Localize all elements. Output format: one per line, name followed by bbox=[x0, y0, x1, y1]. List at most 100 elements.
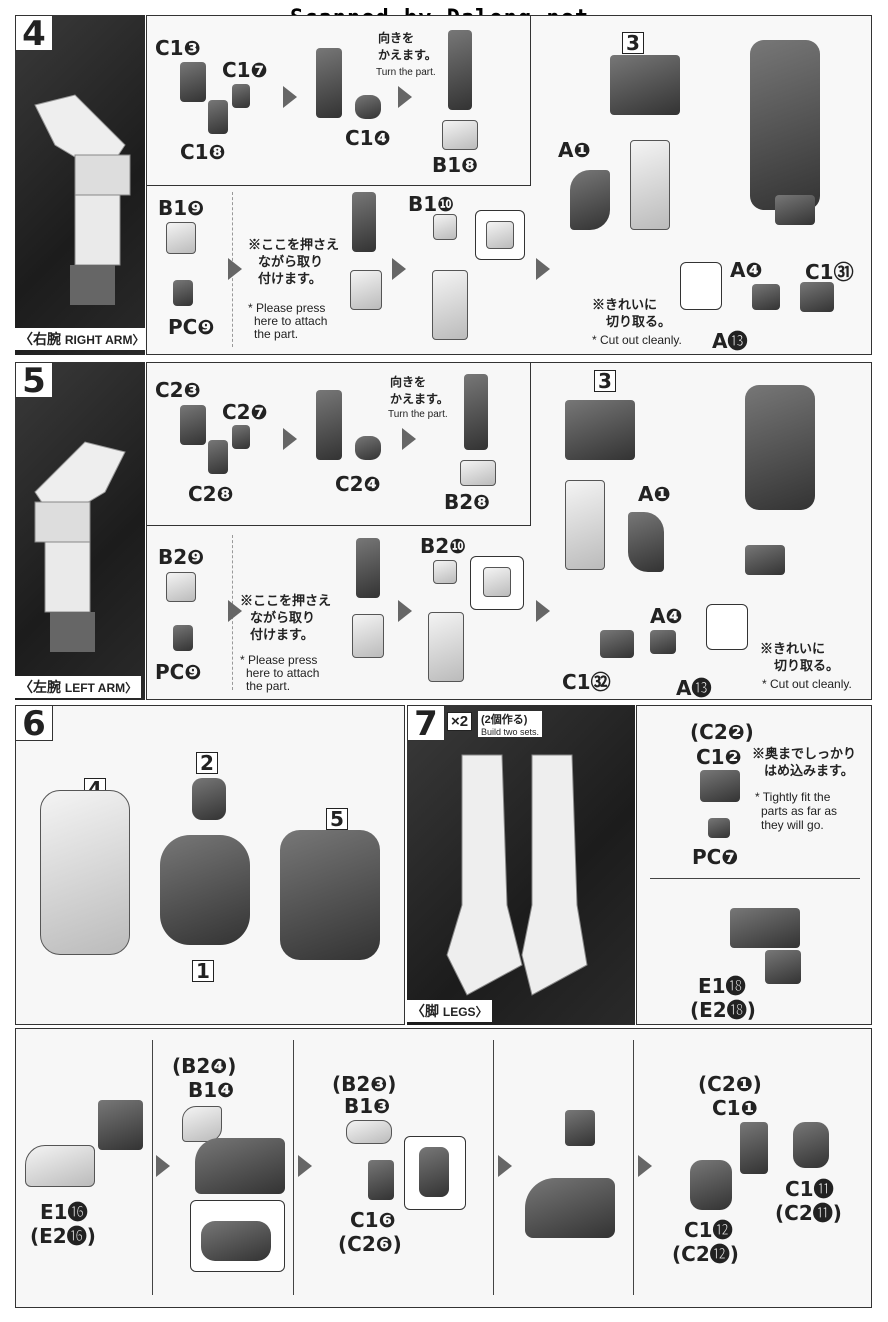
label-c1-31: C1㉛ bbox=[805, 260, 854, 284]
part-b2-8 bbox=[460, 460, 496, 486]
label-c2-7: C2❼ bbox=[222, 400, 268, 424]
part-a1 bbox=[570, 170, 610, 230]
part-ankle bbox=[565, 1110, 595, 1146]
part-upper-arm bbox=[565, 480, 605, 570]
part-c1-31 bbox=[800, 282, 834, 312]
label-b1-10: B1❿ bbox=[408, 192, 455, 216]
label-c2-2: (C2❷) bbox=[690, 720, 754, 744]
label-c1-8: C1❽ bbox=[180, 140, 226, 164]
label-a1: A❶ bbox=[558, 138, 591, 162]
label-b2-10: B2❿ bbox=[420, 534, 467, 558]
label-c1-1: C1❶ bbox=[712, 1096, 758, 1120]
label-c2-4: C2❹ bbox=[335, 472, 381, 496]
part-pc9 bbox=[173, 625, 193, 651]
part-c1-12 bbox=[690, 1160, 732, 1210]
label-a13: A⓭ bbox=[676, 676, 712, 700]
part-c1-11 bbox=[793, 1122, 829, 1168]
part-left-arm bbox=[280, 830, 380, 960]
box-5: 5 bbox=[326, 808, 348, 830]
part-pc9 bbox=[173, 280, 193, 306]
label-e2-18: (E2⓲) bbox=[690, 998, 756, 1022]
part-shoulder bbox=[610, 55, 680, 115]
step-7-caption: 〈脚 LEGS〉 bbox=[407, 1000, 492, 1022]
box-2: 2 bbox=[196, 752, 218, 774]
part-b1-10 bbox=[433, 214, 457, 240]
arrow-right bbox=[283, 86, 297, 108]
part-c2-8 bbox=[208, 440, 228, 474]
label-c2-3: C2❸ bbox=[155, 378, 201, 402]
label-c2-11: (C2⓫) bbox=[775, 1201, 842, 1225]
step-5-photo bbox=[15, 362, 145, 700]
label-b1-4: B1❹ bbox=[188, 1078, 235, 1102]
zoom-inset bbox=[404, 1136, 466, 1210]
arrow-right bbox=[398, 600, 412, 622]
box-3: 3 bbox=[622, 32, 644, 54]
part-turned bbox=[448, 30, 472, 110]
turn-en: Turn the part. bbox=[376, 67, 436, 78]
part-forearm-assembled bbox=[432, 270, 468, 340]
arrow-right bbox=[536, 258, 550, 280]
part-forearm-assembled bbox=[428, 612, 464, 682]
label-c1-6: C1❻ bbox=[350, 1208, 396, 1232]
arrow-right bbox=[228, 258, 242, 280]
arrow-right bbox=[298, 1155, 312, 1177]
part-assembly bbox=[316, 48, 342, 118]
part-c1-6 bbox=[368, 1160, 394, 1200]
legs-render bbox=[446, 754, 588, 996]
label-c1-2: C1❷ bbox=[696, 745, 742, 769]
part-a4 bbox=[752, 284, 780, 310]
step-5-number: 5 bbox=[15, 362, 53, 399]
label-e1-16: E1⓰ bbox=[40, 1200, 88, 1224]
label-c1-4: C1❹ bbox=[345, 126, 391, 150]
label-b1-9: B1❾ bbox=[158, 196, 205, 220]
step-5-caption: 〈左腕 LEFT ARM〉 bbox=[15, 676, 142, 698]
turn-en: Turn the part. bbox=[388, 409, 448, 420]
part-right-arm bbox=[40, 790, 130, 955]
part-b1-3 bbox=[346, 1120, 392, 1144]
part-e1-16-shin bbox=[98, 1100, 143, 1150]
part-forearm-light bbox=[352, 614, 384, 658]
part-upper-arm bbox=[630, 140, 670, 230]
turn-jp: 向きをかえます。 bbox=[390, 375, 449, 406]
part-c1-2 bbox=[700, 770, 740, 802]
label-pc7: PC❼ bbox=[692, 845, 739, 869]
part-c2-3 bbox=[180, 405, 206, 445]
part-forearm bbox=[352, 192, 376, 252]
part-a1 bbox=[628, 512, 664, 572]
arrow-right bbox=[156, 1155, 170, 1177]
part-forearm-light bbox=[350, 270, 382, 310]
part-head bbox=[192, 778, 226, 820]
part-c2-4 bbox=[355, 436, 381, 460]
label-c1-32: C1㉜ bbox=[562, 670, 611, 694]
step-6-number: 6 bbox=[15, 705, 53, 742]
part-knee bbox=[730, 908, 800, 948]
label-b2-3: (B2❸) bbox=[332, 1072, 397, 1096]
cut-en: * Cut out cleanly. bbox=[592, 333, 682, 347]
label-c1-7: C1❼ bbox=[222, 58, 268, 82]
part-pc7 bbox=[708, 818, 730, 838]
label-c1-11: C1⓫ bbox=[785, 1177, 834, 1201]
part-hand bbox=[775, 195, 815, 225]
part-foot-complete bbox=[525, 1178, 615, 1238]
sets-note: (2個作る) Build two sets. bbox=[478, 711, 543, 737]
zoom-inset bbox=[706, 604, 748, 650]
part-c1-1 bbox=[740, 1122, 768, 1174]
label-e2-16: (E2⓰) bbox=[30, 1224, 96, 1248]
label-pc9: PC❾ bbox=[168, 315, 215, 339]
cut-jp: ※きれいに切り取る。 bbox=[592, 297, 672, 329]
label-a1: A❶ bbox=[638, 482, 671, 506]
left-arm-render bbox=[34, 441, 126, 652]
arrow-right bbox=[536, 600, 550, 622]
part-hand bbox=[745, 545, 785, 575]
label-pc9: PC❾ bbox=[155, 660, 202, 684]
cut-en: * Cut out cleanly. bbox=[762, 677, 852, 691]
step-4-photo bbox=[15, 15, 145, 355]
label-b2-8: B2❽ bbox=[444, 490, 491, 514]
arrow-right bbox=[398, 86, 412, 108]
part-b2-9 bbox=[166, 572, 196, 602]
press-jp: ※ここを押さえながら取り付けます。 bbox=[240, 593, 332, 642]
part-c1-32 bbox=[600, 630, 634, 658]
part-forearm bbox=[356, 538, 380, 598]
